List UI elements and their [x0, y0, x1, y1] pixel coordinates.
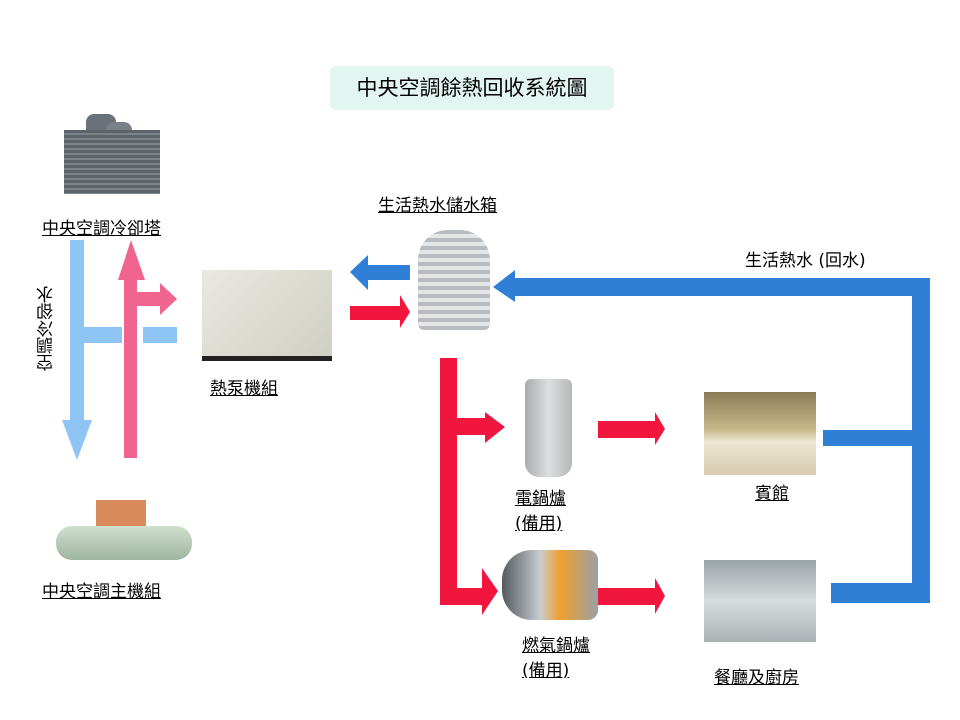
- restaurant-kitchen-label: 餐廳及廚房: [714, 668, 799, 688]
- heat-pump-label: 熱泵機組: [210, 379, 278, 399]
- kitchen-return-branch: [831, 583, 912, 603]
- cooling-water-down-arrow: [62, 240, 92, 460]
- pink-branch-arrow: [137, 283, 177, 315]
- gas-boiler-note: (備用): [522, 661, 570, 681]
- heat-pump-image: [202, 270, 332, 361]
- to-hotel-arrow: [598, 412, 665, 445]
- hot-water-supply-trunk: [440, 358, 457, 605]
- return-water-label: 生活熱水 (回水): [745, 251, 866, 271]
- kitchen-image: [704, 560, 816, 642]
- cooling-water-branch-left: [84, 327, 122, 343]
- to-electric-boiler-arrow: [457, 412, 505, 443]
- gas-boiler-image: [502, 550, 598, 620]
- cooling-tower-image: [64, 114, 160, 198]
- hot-water-tank-image: [418, 230, 490, 330]
- heatpump-to-tank-arrow: [350, 295, 410, 328]
- electric-boiler-image: [525, 379, 572, 477]
- cooling-tower-label: 中央空調冷卻塔: [42, 219, 161, 239]
- cooling-water-branch-right: [143, 327, 177, 343]
- chiller-label: 中央空調主機組: [42, 582, 161, 602]
- hotel-label: 賓館: [755, 484, 789, 504]
- diagram-title: 中央空調餘熱回收系統圖: [330, 66, 614, 110]
- tank-to-heatpump-arrow: [350, 255, 410, 290]
- to-kitchen-arrow: [598, 578, 665, 614]
- cooling-water-up-arrow: [118, 240, 145, 458]
- hotel-room-image: [704, 392, 816, 475]
- hot-water-tank-label: 生活熱水儲水箱: [378, 196, 497, 216]
- electric-boiler-note: (備用): [515, 514, 563, 534]
- chiller-image: [56, 496, 192, 566]
- gas-boiler-label: 燃氣鍋爐: [522, 636, 590, 656]
- electric-boiler-label: 電鍋爐: [515, 489, 566, 509]
- hotel-return-branch: [823, 430, 912, 446]
- to-gas-boiler-arrow: [457, 568, 498, 615]
